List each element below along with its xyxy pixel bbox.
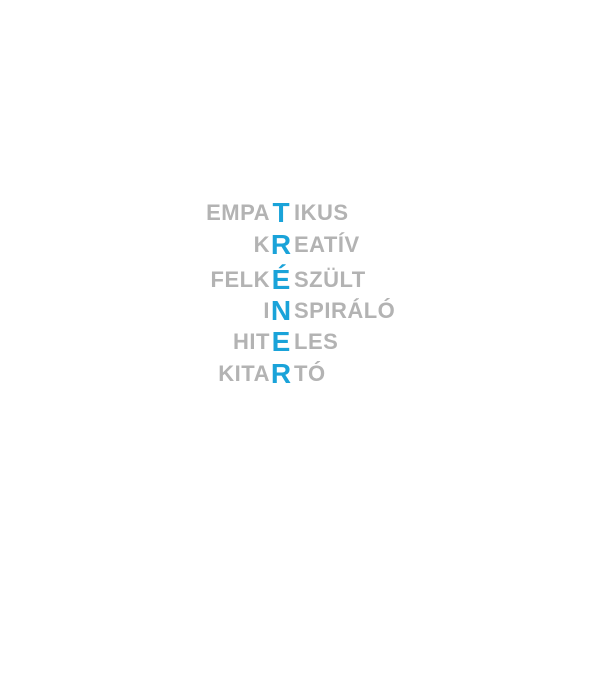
- word-suffix: TÓ: [294, 361, 326, 386]
- word-prefix: KITA: [218, 361, 270, 386]
- acrostic-row-felkeszult: FELK É SZÜLT: [0, 264, 605, 296]
- acrostic-row-inspiralo: I N SPIRÁLÓ: [0, 295, 605, 327]
- highlight-letter: R: [270, 229, 292, 260]
- acrostic-row-kreativ: K R EATÍV: [0, 229, 605, 261]
- word-prefix: K: [253, 232, 270, 257]
- word-suffix: SZÜLT: [294, 267, 366, 292]
- word-suffix: LES: [294, 329, 339, 354]
- word-prefix: EMPA: [206, 200, 270, 225]
- acrostic-row-hiteles: HIT E LES: [0, 326, 605, 358]
- word-suffix: IKUS: [294, 200, 349, 225]
- word-prefix: FELK: [210, 267, 270, 292]
- highlight-letter: R: [270, 358, 292, 389]
- acrostic-row-kitarto: KITA R TÓ: [0, 358, 605, 390]
- word-suffix: SPIRÁLÓ: [294, 298, 396, 323]
- highlight-letter: T: [272, 197, 290, 228]
- highlight-letter: É: [271, 264, 291, 295]
- word-prefix: HIT: [233, 329, 270, 354]
- word-suffix: EATÍV: [294, 232, 360, 257]
- word-prefix: I: [263, 298, 270, 323]
- acrostic-row-empatikus: EMPA T IKUS: [0, 197, 605, 229]
- highlight-letter: E: [271, 326, 291, 357]
- highlight-letter: N: [270, 295, 292, 326]
